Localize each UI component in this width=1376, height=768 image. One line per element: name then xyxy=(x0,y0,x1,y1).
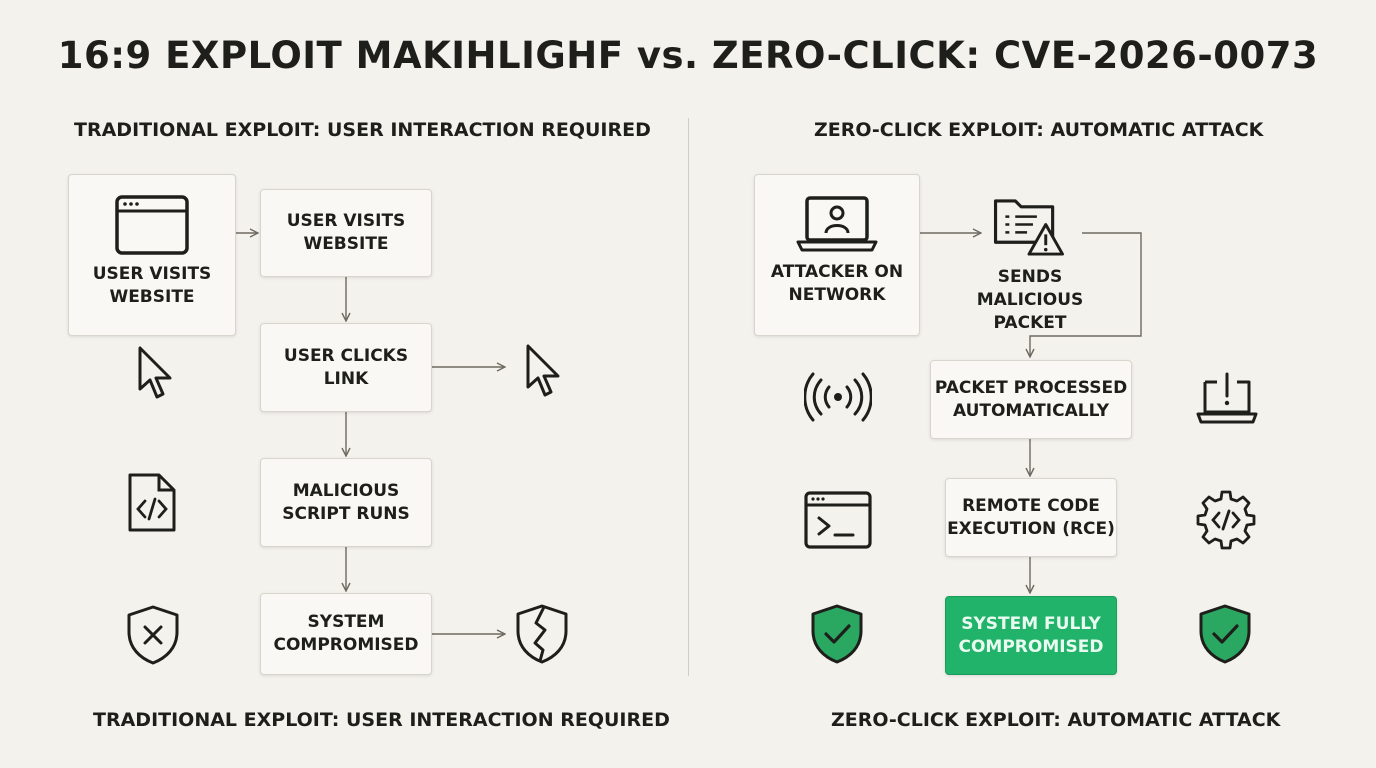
step-start-visit: USER VISITS WEBSITE xyxy=(68,174,236,336)
step-packet-processed: PACKET PROCESSED AUTOMATICALLY xyxy=(930,360,1132,439)
step-rce-label: REMOTE CODE EXECUTION (RCE) xyxy=(947,495,1115,539)
cursor-icon xyxy=(138,346,172,399)
folder-warning-icon xyxy=(993,199,1064,256)
step-attacker-on-network: ATTACKER ON NETWORK xyxy=(754,174,920,336)
step-script-runs-label: MALICIOUS SCRIPT RUNS xyxy=(282,480,410,524)
laptop-user-icon xyxy=(796,196,878,252)
step-packet-processed-label: PACKET PROCESSED AUTOMATICALLY xyxy=(934,377,1128,421)
shield-check-icon xyxy=(1199,604,1251,664)
code-file-icon xyxy=(128,473,176,532)
step-fully-compromised-label: SYSTEM FULLY COMPROMISED xyxy=(958,613,1104,657)
laptop-alert-icon xyxy=(1196,372,1258,424)
page-title: 16:9 EXPLOIT MAKIHLIGHF vs. ZERO-CLICK: … xyxy=(57,34,1319,77)
step-sends-label: SENDS MALICIOUS PACKET xyxy=(976,267,1084,333)
step-user-clicks-label: USER CLICKS LINK xyxy=(283,345,409,389)
step-remote-code-execution: REMOTE CODE EXECUTION (RCE) xyxy=(945,478,1117,557)
step-user-visits: USER VISITS WEBSITE xyxy=(260,189,432,277)
browser-window-icon xyxy=(115,195,189,255)
broken-shield-icon xyxy=(516,604,568,664)
step-user-clicks: USER CLICKS LINK xyxy=(260,323,432,412)
right-heading: ZERO-CLICK EXPLOIT: AUTOMATIC ATTACK xyxy=(814,119,1264,141)
wireless-signal-icon xyxy=(804,372,872,422)
right-footer: ZERO-CLICK EXPLOIT: AUTOMATIC ATTACK xyxy=(831,709,1281,731)
left-footer: TRADITIONAL EXPLOIT: USER INTERACTION RE… xyxy=(93,709,670,731)
step-system-compromised-label: SYSTEM COMPROMISED xyxy=(273,612,419,655)
step-attacker-label: ATTACKER ON NETWORK xyxy=(770,262,904,305)
step-sends-malicious-packet: SENDS MALICIOUS PACKET xyxy=(945,174,1115,336)
step-start-label: USER VISITS WEBSITE xyxy=(92,264,212,307)
step-system-fully-compromised: SYSTEM FULLY COMPROMISED xyxy=(945,596,1117,675)
step-script-runs: MALICIOUS SCRIPT RUNS xyxy=(260,458,432,547)
terminal-icon xyxy=(804,491,872,549)
cursor-icon xyxy=(526,344,560,397)
step-system-compromised: SYSTEM COMPROMISED xyxy=(260,593,432,675)
gear-code-icon xyxy=(1196,490,1256,550)
shield-x-icon xyxy=(127,605,179,665)
step-user-visits-label: USER VISITS WEBSITE xyxy=(286,211,406,254)
arrow-sends-to-processed xyxy=(1030,232,1142,356)
shield-check-icon xyxy=(811,604,863,664)
left-heading: TRADITIONAL EXPLOIT: USER INTERACTION RE… xyxy=(74,119,651,141)
center-divider xyxy=(688,118,689,676)
